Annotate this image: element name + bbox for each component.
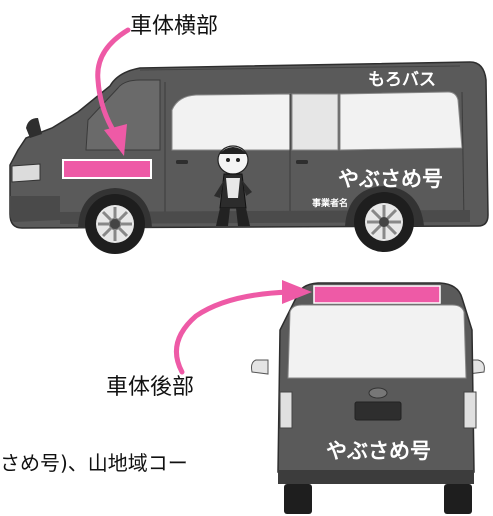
side-callout-arrow [95, 27, 131, 138]
rear-ad-area [313, 285, 441, 304]
bus-side-windshield [85, 79, 161, 151]
bus-side-mirror [26, 118, 42, 138]
rear-callout-arrow [173, 289, 293, 375]
bus-rear-left-taillight [279, 391, 293, 429]
side-label: 車体横部 [130, 14, 218, 39]
bus-side-window-3 [339, 91, 463, 151]
side-ad-area [62, 159, 152, 179]
bus-side-view: もろバス やぶさめ号 事業者名 [9, 61, 489, 254]
body-text-fragment: さめ号)、山地域コー [0, 451, 188, 475]
bus-side-name: やぶさめ号 [338, 167, 443, 191]
bus-rear-right-tire [444, 484, 472, 514]
mascot-illustration [214, 145, 252, 226]
bus-rear-name: やぶさめ号 [326, 439, 431, 463]
bus-rear-right-taillight [463, 391, 477, 429]
bus-rear-left-tire [284, 484, 312, 514]
side-callout-arrowhead [104, 124, 127, 156]
bus-side-window-2 [291, 93, 339, 151]
bus-rear-window [287, 304, 467, 379]
rear-label: 車体後部 [106, 375, 194, 400]
bus-side-rear-wheel [354, 192, 414, 252]
bus-side-front-wheel [85, 194, 145, 254]
rear-callout-arrowhead [282, 280, 312, 304]
bus-side-headlight [11, 163, 41, 183]
bus-side-window-1 [171, 93, 291, 151]
bus-side-top-sign: もろバス [368, 70, 436, 90]
bus-rear-left-mirror [251, 359, 269, 375]
bus-side-operator: 事業者名 [312, 197, 348, 209]
bus-rear-license-plate [354, 401, 402, 421]
bus-rear-view: やぶさめ号 [251, 282, 485, 514]
